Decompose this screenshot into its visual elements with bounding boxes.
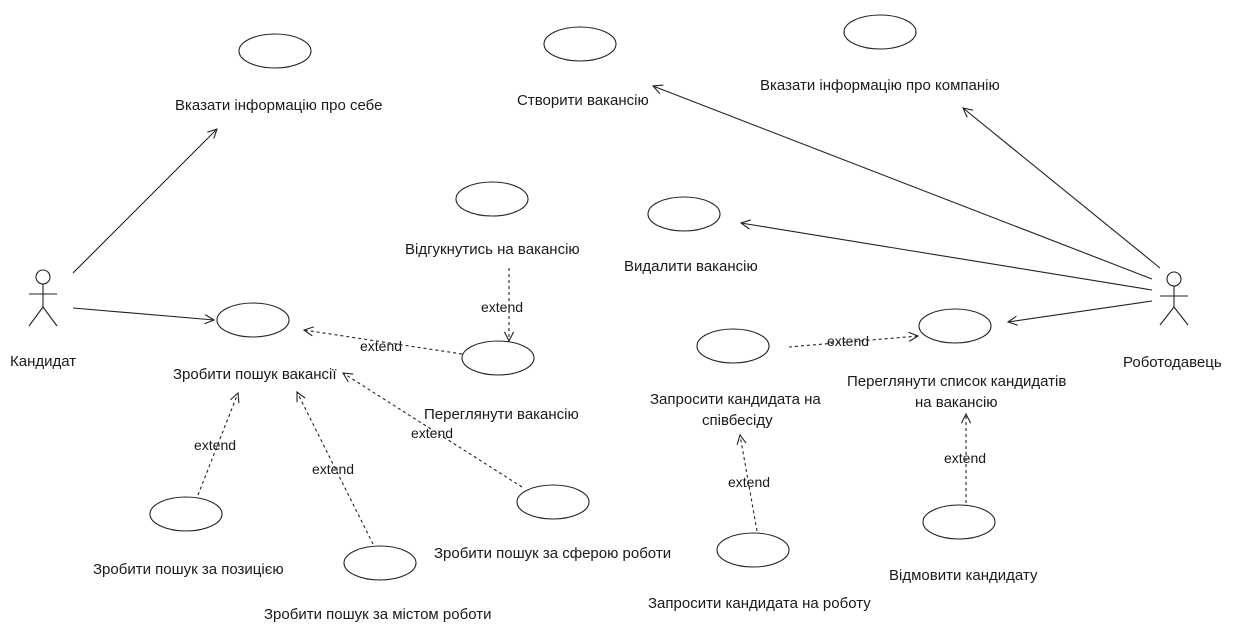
use-case-label-search-position: Зробити пошук за позицією <box>93 561 284 578</box>
use-case-about-company <box>843 14 917 50</box>
use-case-label-search-vacancy: Зробити пошук вакансії <box>173 366 337 383</box>
use-case-delete-vacancy <box>647 196 721 232</box>
use-case-view-vacancy <box>461 340 535 376</box>
use-case-search-sphere <box>516 484 590 520</box>
extend-label-reject-candidates: extend <box>944 450 986 466</box>
use-case-label-about-self: Вказати інформацію про себе <box>175 97 382 114</box>
use-case-invite-job <box>716 532 790 568</box>
actor-label-employer: Роботодавець <box>1123 354 1222 371</box>
use-case-search-city <box>343 545 417 581</box>
association-employer-create-vacancy <box>653 86 1153 280</box>
use-case-label-invite-interview-line1: Запросити кандидата на <box>650 391 821 408</box>
use-case-search-vacancy <box>216 302 290 338</box>
extend-label-view-search: extend <box>360 338 402 354</box>
use-case-create-vacancy <box>543 26 617 62</box>
extend-label-interview-candidates: extend <box>827 333 869 349</box>
extend-label-job-interview: extend <box>728 474 770 490</box>
use-case-label-view-candidates-line1: Переглянути список кандидатів <box>847 373 1066 390</box>
extend-label-sphere-search: extend <box>411 425 453 441</box>
use-case-label-invite-job: Запросити кандидата на роботу <box>648 595 871 612</box>
use-case-label-view-candidates-line2: на вакансію <box>915 394 998 411</box>
extend-arrow-sphere-to-search <box>343 373 523 488</box>
extend-arrow-job-to-interview <box>740 435 758 532</box>
association-employer-view-candidates <box>1008 300 1153 322</box>
association-candidate-search-vacancy <box>72 307 214 320</box>
extend-arrow-view-to-search <box>304 330 463 355</box>
use-case-search-position <box>149 496 223 532</box>
association-candidate-about-self <box>72 129 217 274</box>
association-employer-about-company <box>963 108 1161 269</box>
use-case-label-delete-vacancy: Видалити вакансію <box>624 258 758 275</box>
use-case-reject-candidate <box>922 504 996 540</box>
extend-label-respond-view: extend <box>481 299 523 315</box>
actor-candidate <box>28 269 58 327</box>
extend-label-city-search: extend <box>312 461 354 477</box>
association-employer-delete-vacancy <box>741 223 1153 291</box>
actor-employer <box>1159 271 1189 326</box>
use-case-label-search-city: Зробити пошук за містом роботи <box>264 606 491 623</box>
actor-label-candidate: Кандидат <box>10 353 76 370</box>
use-case-label-reject-candidate: Відмовити кандидату <box>889 567 1038 584</box>
use-case-respond-vacancy <box>455 181 529 217</box>
use-case-about-self <box>238 33 312 69</box>
extend-label-position-search: extend <box>194 437 236 453</box>
use-case-invite-interview <box>696 328 770 364</box>
use-case-view-candidates <box>918 308 992 344</box>
use-case-label-view-vacancy: Переглянути вакансію <box>424 406 579 423</box>
use-case-label-respond-vacancy: Відгукнутись на вакансію <box>405 241 580 258</box>
use-case-label-search-sphere: Зробити пошук за сферою роботи <box>434 545 671 562</box>
use-case-label-create-vacancy: Створити вакансію <box>517 92 649 109</box>
use-case-label-about-company: Вказати інформацію про компанію <box>760 77 1000 94</box>
extend-arrow-city-to-search <box>297 392 374 545</box>
extend-arrow-position-to-search <box>197 393 238 496</box>
use-case-label-invite-interview-line2: співбесіду <box>702 412 773 429</box>
